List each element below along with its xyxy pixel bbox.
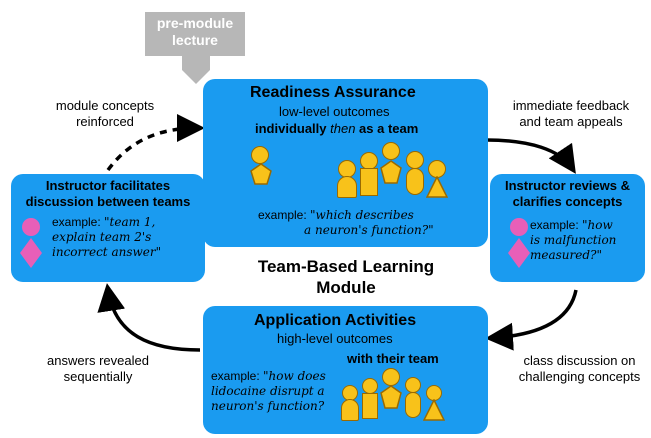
team-body-1 xyxy=(337,176,357,198)
team-body-3 xyxy=(380,160,402,184)
premodule-arrow xyxy=(145,12,245,84)
team-head-3 xyxy=(382,142,400,160)
application-example-q1: "how does xyxy=(263,369,326,383)
team-body-2 xyxy=(360,168,378,196)
discussion-arrow xyxy=(485,289,578,351)
reviews-title: Instructor reviews & clarifies concepts xyxy=(490,178,645,210)
center-title-line1: Team-Based Learning xyxy=(257,257,435,276)
facilitates-title1: Instructor facilitates xyxy=(45,178,171,193)
app-team-body-2 xyxy=(362,393,378,419)
revealed-arrow xyxy=(97,283,201,352)
readiness-mode-b: as a team xyxy=(355,121,419,136)
facilitates-example-label: example: xyxy=(52,215,105,229)
app-team-body-5 xyxy=(423,399,445,421)
instructor-head-right xyxy=(510,218,528,236)
facilitates-example-q2: explain team 2's xyxy=(52,230,152,244)
app-team-head-4 xyxy=(405,377,421,393)
reviews-example-q3: measured?" xyxy=(530,248,602,262)
app-team-body-4 xyxy=(405,392,421,418)
reviews-example-label: example: xyxy=(530,218,583,232)
team-head-4 xyxy=(406,151,424,169)
application-title: Application Activities xyxy=(254,312,417,329)
readiness-mode-then: then xyxy=(330,121,356,136)
caption-reinforced-1: module concepts xyxy=(55,98,155,113)
application-example: example: "how does lidocaine disrupt a n… xyxy=(211,369,326,414)
facilitates-example-q3: incorrect answer" xyxy=(52,245,162,259)
reviews-example-q1: "how xyxy=(582,218,613,232)
premodule-line1: pre-module xyxy=(156,15,234,31)
reinforced-arrow xyxy=(106,114,205,172)
readiness-example-q2: a neuron's function?" xyxy=(304,223,434,237)
caption-discussion: class discussion on challenging concepts xyxy=(512,353,647,385)
facilitates-example: example: "team 1, explain team 2's incor… xyxy=(52,215,161,260)
readiness-mode: individually then as a team xyxy=(255,121,418,136)
individual-pentagon xyxy=(250,163,272,185)
application-example-q2: lidocaine disrupt a xyxy=(211,384,325,398)
caption-feedback-2: and team appeals xyxy=(519,114,623,129)
application-example-label: example: xyxy=(211,369,264,383)
readiness-title: Readiness Assurance xyxy=(250,84,416,101)
facilitates-example-q1: "team 1, xyxy=(104,215,156,229)
reviews-example: example: "how is malfunction measured?" xyxy=(530,218,616,263)
caption-feedback-1: immediate feedback xyxy=(512,98,630,113)
premodule-label: pre-module lecture xyxy=(145,15,245,49)
team-body-5 xyxy=(426,176,448,198)
app-team-body-3 xyxy=(380,385,402,409)
facilitates-title: Instructor facilitates discussion betwee… xyxy=(11,178,205,210)
center-title: Team-Based Learning Module xyxy=(206,256,486,298)
caption-discussion-2: challenging concepts xyxy=(518,369,641,384)
instructor-facilitates-box xyxy=(11,174,205,282)
reviews-title2: clarifies concepts xyxy=(512,194,623,209)
readiness-example-label: example: xyxy=(258,208,311,222)
caption-reinforced: module concepts reinforced xyxy=(40,98,170,130)
caption-reinforced-2: reinforced xyxy=(76,114,134,129)
reviews-example-q2: is malfunction xyxy=(530,233,617,247)
caption-revealed: answers revealed sequentially xyxy=(38,353,158,385)
facilitates-title2: discussion between teams xyxy=(25,194,191,209)
instructor-body-left xyxy=(20,238,42,268)
readiness-example: example: "which describes a neuron's fun… xyxy=(258,208,434,238)
center-title-line2: Module xyxy=(316,278,376,297)
application-mode: with their team xyxy=(347,351,439,366)
readiness-outcomes: low-level outcomes xyxy=(279,104,390,119)
individual-head xyxy=(251,146,269,164)
caption-revealed-2: sequentially xyxy=(63,369,133,384)
caption-feedback: immediate feedback and team appeals xyxy=(506,98,636,130)
caption-revealed-1: answers revealed xyxy=(47,353,149,368)
app-team-head-3 xyxy=(382,368,400,386)
readiness-mode-a: individually xyxy=(255,121,331,136)
application-outcomes: high-level outcomes xyxy=(277,331,393,346)
app-team-head-2 xyxy=(362,378,378,394)
app-team-body-1 xyxy=(341,399,359,421)
instructor-head-left xyxy=(22,218,40,236)
team-body-4 xyxy=(406,168,424,195)
feedback-arrow xyxy=(486,138,576,174)
application-example-q3: neuron's function? xyxy=(211,399,325,413)
readiness-example-q1: "which describes xyxy=(310,208,414,222)
instructor-body-right xyxy=(508,238,530,268)
reviews-title1: Instructor reviews & xyxy=(505,178,630,193)
caption-discussion-1: class discussion on xyxy=(523,353,636,368)
premodule-line2: lecture xyxy=(172,32,218,48)
